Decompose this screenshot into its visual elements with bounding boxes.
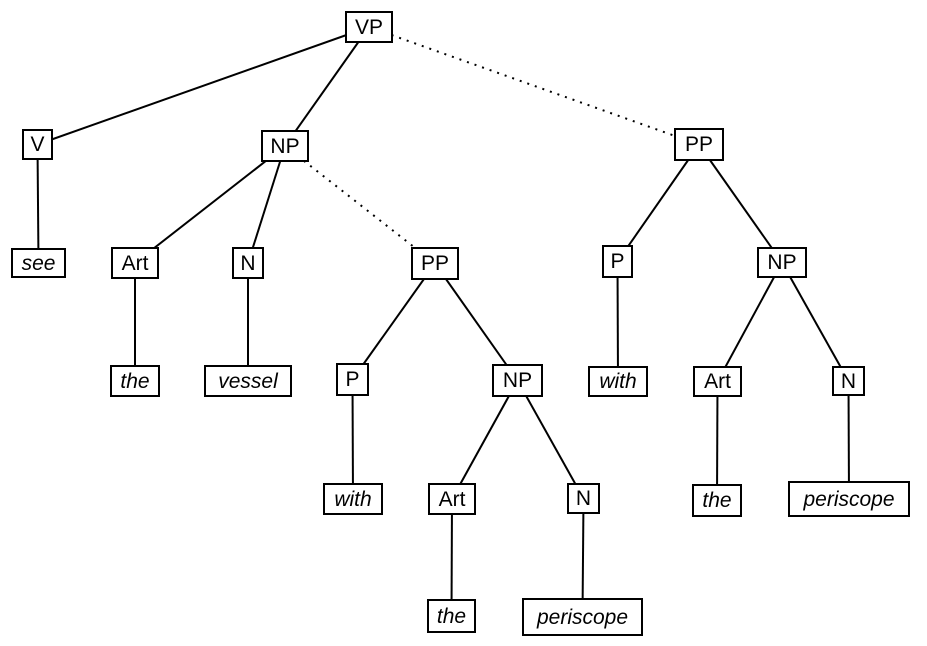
tree-edge-np1-art1: [134, 145, 286, 264]
tree-node-pp2: PP: [674, 128, 724, 161]
tree-edge-vp-v: [37, 26, 370, 146]
tree-edge-p2-with2: [616, 261, 619, 382]
tree-node-p1: P: [336, 363, 369, 396]
tree-node-with2: with: [588, 366, 648, 397]
tree-edge-pp1-p1: [351, 262, 436, 381]
tree-node-n1: N: [232, 247, 264, 279]
tree-edge-pp2-np2: [698, 143, 783, 264]
tree-edge-np1-n1: [247, 145, 286, 264]
tree-node-pp1: PP: [411, 247, 459, 280]
tree-node-vp: VP: [345, 11, 393, 43]
tree-edge-pp2-p2: [616, 143, 700, 263]
tree-node-art1: Art: [111, 247, 159, 279]
tree-edge-np2-n2: [781, 262, 850, 382]
tree-node-periscope2: periscope: [788, 481, 910, 517]
tree-node-np3: NP: [492, 364, 543, 397]
tree-edge-n3-periscope1: [581, 498, 585, 618]
tree-edge-n2-periscope2: [847, 380, 850, 500]
tree-edge-np3-art3: [451, 380, 519, 500]
tree-node-periscope1: periscope: [522, 598, 643, 636]
tree-edge-art2-the2: [716, 381, 719, 501]
tree-node-the3: the: [427, 599, 476, 633]
tree-edge-v-see: [36, 144, 40, 264]
tree-node-with1: with: [323, 483, 383, 515]
tree-edge-pp1-np3: [434, 262, 519, 382]
tree-edge-np2-art2: [716, 262, 783, 382]
tree-node-see: see: [11, 248, 66, 278]
tree-node-vessel: vessel: [204, 365, 292, 397]
tree-node-p2: P: [602, 245, 633, 278]
tree-node-the1: the: [110, 365, 160, 397]
tree-node-n3: N: [567, 483, 600, 514]
tree-node-the2: the: [692, 484, 742, 517]
tree-node-art3: Art: [428, 483, 476, 515]
tree-edge-vp-np1: [284, 26, 370, 147]
tree-edge-np3-n3: [516, 380, 585, 499]
tree-node-np2: NP: [757, 247, 807, 278]
tree-node-art2: Art: [693, 366, 742, 397]
tree-edge-art3-the3: [450, 498, 453, 617]
tree-edge-p1-with1: [351, 379, 354, 500]
tree-node-v: V: [22, 129, 53, 160]
tree-node-n2: N: [832, 366, 865, 396]
tree-node-np1: NP: [261, 130, 309, 162]
